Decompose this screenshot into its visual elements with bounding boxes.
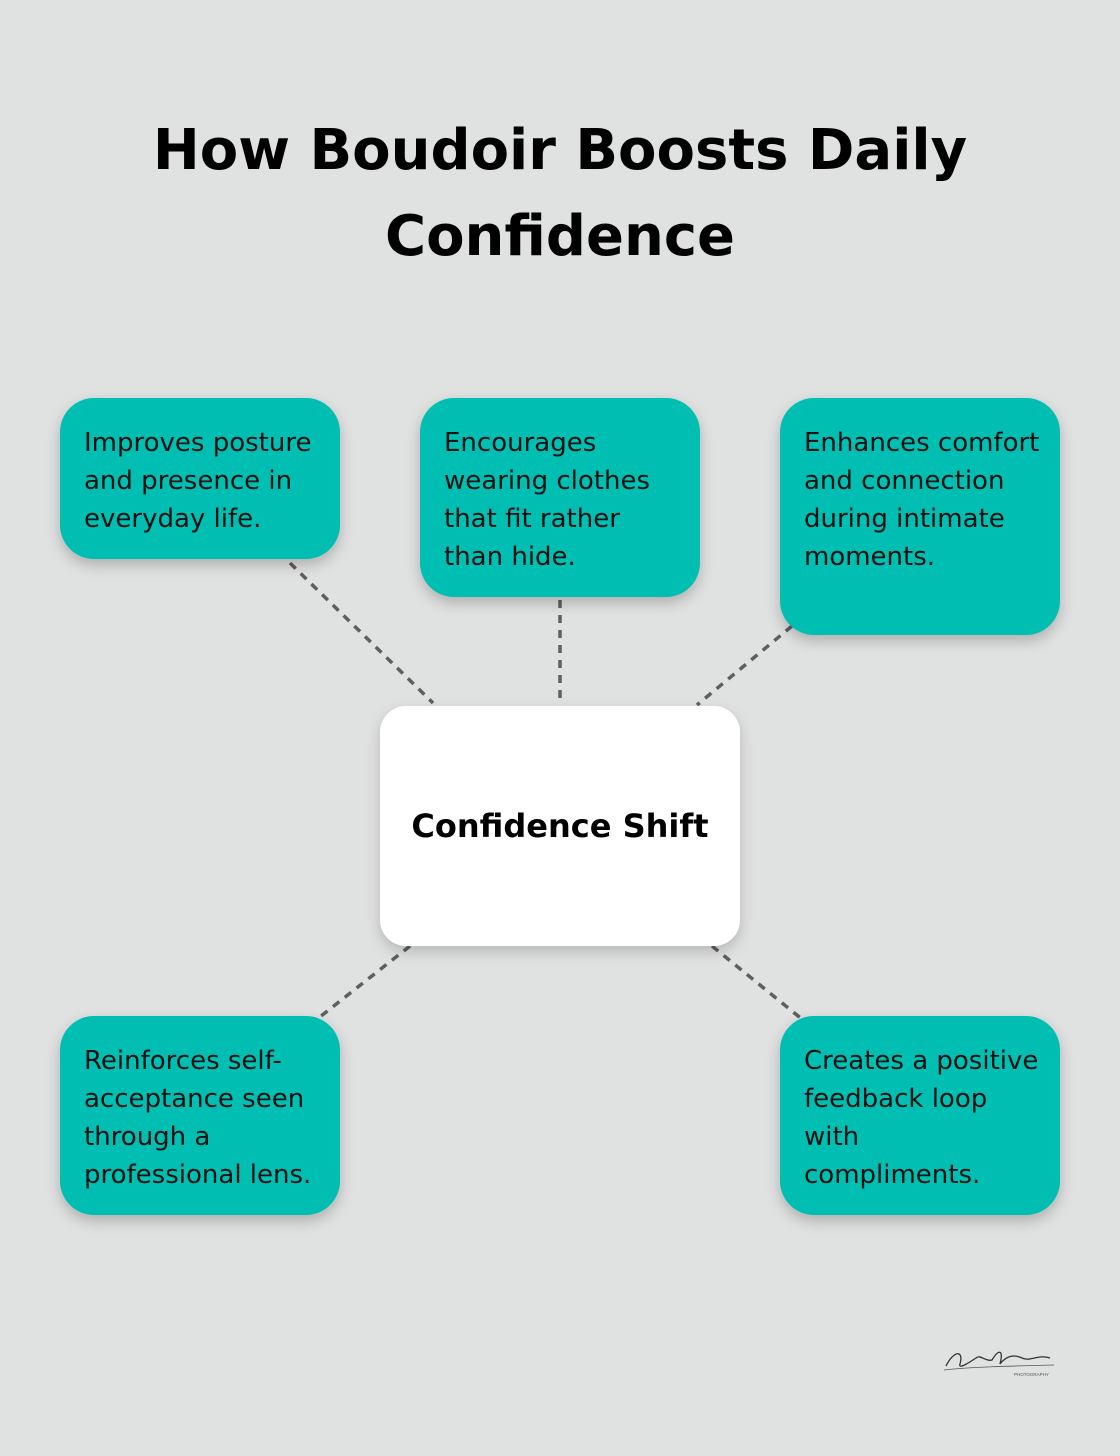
center-node-label: Confidence Shift	[411, 807, 709, 845]
node-intimacy-text: Enhances comfort and connection during i…	[804, 428, 1040, 572]
logo-subtext: PHOTOGRAPHY	[1014, 1372, 1049, 1377]
node-posture-text: Improves posture and presence in everyda…	[84, 428, 312, 534]
node-posture: Improves posture and presence in everyda…	[60, 398, 340, 559]
connector-bottom-left	[314, 944, 412, 1022]
node-feedback-loop-text: Creates a positive feedback loop with co…	[804, 1046, 1039, 1190]
node-self-acceptance: Reinforces self-acceptance seen through …	[60, 1016, 340, 1215]
node-clothes-text: Encourages wearing clothes that fit rath…	[444, 428, 650, 572]
node-feedback-loop: Creates a positive feedback loop with co…	[780, 1016, 1060, 1215]
title-line-1: How Boudoir Boosts Daily	[152, 118, 968, 183]
node-self-acceptance-text: Reinforces self-acceptance seen through …	[84, 1046, 312, 1190]
title-line-2: Confidence	[384, 204, 736, 269]
connector-bottom-right	[710, 944, 805, 1022]
node-clothes: Encourages wearing clothes that fit rath…	[420, 398, 700, 597]
signature-logo: PHOTOGRAPHY	[943, 1351, 1055, 1377]
diagram-title: How Boudoir Boosts Daily Confidence	[0, 108, 1120, 280]
node-intimacy: Enhances comfort and connection during i…	[780, 398, 1060, 635]
center-node: Confidence Shift	[380, 706, 740, 946]
connector-top-right	[695, 624, 794, 707]
connector-top-left	[288, 561, 435, 705]
